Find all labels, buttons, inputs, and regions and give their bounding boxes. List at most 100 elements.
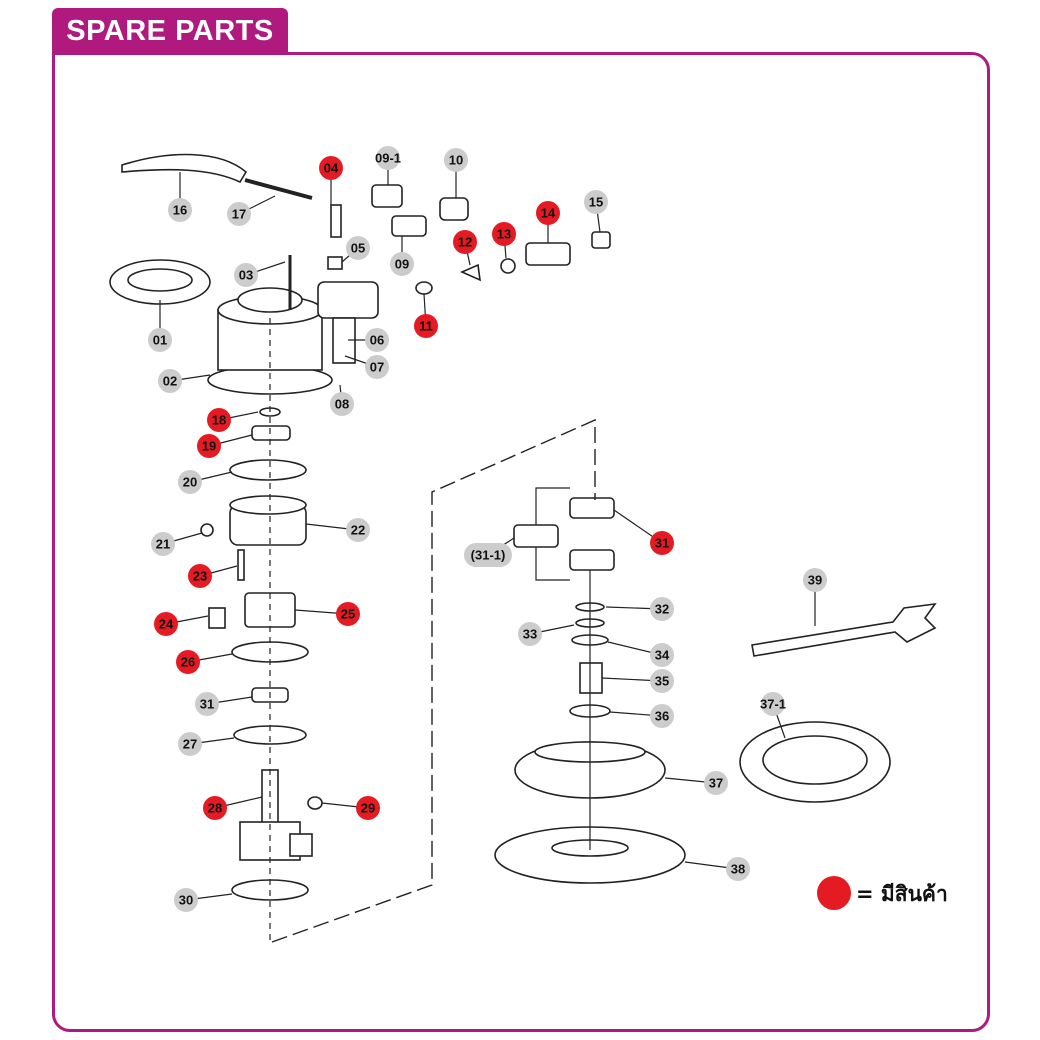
part-callout-p22[interactable]: 22 <box>346 518 370 542</box>
part-callout-p20[interactable]: 20 <box>178 470 202 494</box>
part-callout-p25[interactable]: 25 <box>336 602 360 626</box>
part-callout-p09[interactable]: 09 <box>390 252 414 276</box>
page-title: SPARE PARTS <box>52 8 288 54</box>
callout-badge <box>390 252 414 276</box>
legend-available-marker <box>817 876 851 910</box>
callout-label: 29 <box>361 801 375 816</box>
callout-label: 37-1 <box>760 697 786 712</box>
callout-badge <box>151 532 175 556</box>
callout-badge <box>376 146 400 170</box>
callout-badge <box>453 230 477 254</box>
callout-label: 14 <box>541 206 556 221</box>
part-callout-p03[interactable]: 03 <box>234 263 258 287</box>
part-callout-p11[interactable]: 11 <box>414 314 438 338</box>
part-callout-p27[interactable]: 27 <box>178 732 202 756</box>
callout-badge <box>803 568 827 592</box>
callout-badge <box>158 369 182 393</box>
callout-label: 09 <box>395 257 409 272</box>
part-callout-p21[interactable]: 21 <box>151 532 175 556</box>
callout-label: 24 <box>159 617 174 632</box>
callout-label: 25 <box>341 607 355 622</box>
part-callout-p39[interactable]: 39 <box>803 568 827 592</box>
part-callout-p07[interactable]: 07 <box>365 355 389 379</box>
part-callout-p26[interactable]: 26 <box>176 650 200 674</box>
callout-badge <box>444 148 468 172</box>
part-callout-p18[interactable]: 18 <box>207 408 231 432</box>
part-callout-p37[interactable]: 37 <box>704 771 728 795</box>
callout-badge <box>188 564 212 588</box>
callout-badge <box>346 236 370 260</box>
callout-label: 03 <box>239 268 253 283</box>
part-callout-p09-1[interactable]: 09-1 <box>375 146 401 170</box>
callout-label: 30 <box>179 893 193 908</box>
part-callout-p30[interactable]: 30 <box>174 888 198 912</box>
callout-label: 20 <box>183 475 197 490</box>
part-callout-p08[interactable]: 08 <box>330 392 354 416</box>
part-callout-p05[interactable]: 05 <box>346 236 370 260</box>
callout-label: 07 <box>370 360 384 375</box>
callout-label: 02 <box>163 374 177 389</box>
callout-label: 31 <box>200 697 214 712</box>
callout-label: 21 <box>156 537 170 552</box>
part-callout-p29[interactable]: 29 <box>356 796 380 820</box>
part-callout-p37-1[interactable]: 37-1 <box>760 692 786 716</box>
callout-badge <box>761 692 785 716</box>
legend-text: = มีสินค้า <box>856 882 948 906</box>
callout-label: 22 <box>351 523 365 538</box>
part-callout-p36[interactable]: 36 <box>650 704 674 728</box>
part-callout-p33[interactable]: 33 <box>518 622 542 646</box>
part-callout-p31a[interactable]: 31 <box>195 692 219 716</box>
callout-label: 19 <box>202 439 216 454</box>
part-callout-p17[interactable]: 17 <box>227 202 251 226</box>
callout-badge <box>356 796 380 820</box>
part-callout-p15[interactable]: 15 <box>584 190 608 214</box>
callout-label: 15 <box>589 195 603 210</box>
part-callout-p12[interactable]: 12 <box>453 230 477 254</box>
part-callout-p02[interactable]: 02 <box>158 369 182 393</box>
part-callout-p04[interactable]: 04 <box>319 156 343 180</box>
part-callout-p28[interactable]: 28 <box>203 796 227 820</box>
callout-badge <box>168 198 192 222</box>
part-callout-p06[interactable]: 06 <box>365 328 389 352</box>
callout-badge <box>650 669 674 693</box>
callout-badge <box>176 650 200 674</box>
callout-badge <box>234 263 258 287</box>
part-callout-p31b[interactable]: 31 <box>650 531 674 555</box>
part-callout-p24[interactable]: 24 <box>154 612 178 636</box>
part-callout-p38[interactable]: 38 <box>726 857 750 881</box>
callout-badge <box>365 328 389 352</box>
callout-badge <box>536 201 560 225</box>
callout-badge <box>492 222 516 246</box>
callout-label: 09-1 <box>375 151 401 166</box>
diagram-frame <box>52 52 990 1032</box>
part-callout-p10[interactable]: 10 <box>444 148 468 172</box>
callout-badge <box>650 531 674 555</box>
part-callout-p14[interactable]: 14 <box>536 201 560 225</box>
part-callout-p35[interactable]: 35 <box>650 669 674 693</box>
callout-badge <box>726 857 750 881</box>
part-callout-p19[interactable]: 19 <box>197 434 221 458</box>
callout-badge <box>330 392 354 416</box>
callout-label: 06 <box>370 333 384 348</box>
pin-part <box>244 178 313 200</box>
part-callout-p34[interactable]: 34 <box>650 643 674 667</box>
part-callout-p31-1[interactable]: (31-1) <box>464 543 512 567</box>
part-callout-p13[interactable]: 13 <box>492 222 516 246</box>
callout-badge <box>178 732 202 756</box>
callout-badge <box>365 355 389 379</box>
part-callout-p23[interactable]: 23 <box>188 564 212 588</box>
callout-label: 04 <box>324 161 339 176</box>
callout-label: 23 <box>193 569 207 584</box>
callout-badge <box>227 202 251 226</box>
callout-badge <box>207 408 231 432</box>
callout-label: 27 <box>183 737 197 752</box>
callout-badge <box>148 328 172 352</box>
part-callout-p32[interactable]: 32 <box>650 597 674 621</box>
handle-block <box>317 281 379 319</box>
callout-label: 39 <box>808 573 822 588</box>
callout-label: 34 <box>655 648 670 663</box>
callout-badge <box>584 190 608 214</box>
part-callout-p16[interactable]: 16 <box>168 198 192 222</box>
part-callout-p01[interactable]: 01 <box>148 328 172 352</box>
